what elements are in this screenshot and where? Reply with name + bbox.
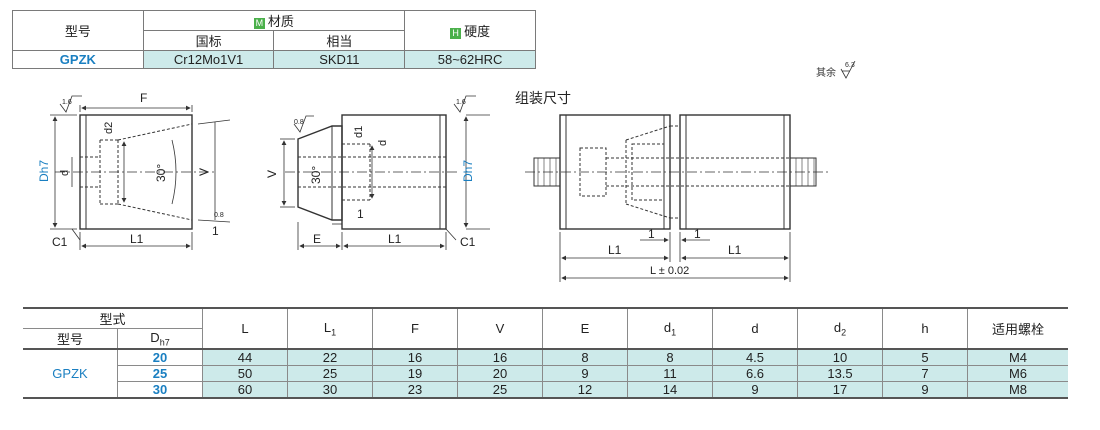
hardness-badge-icon: H [450,28,462,39]
svg-text:1.6: 1.6 [62,99,72,106]
model-header: 型号 [12,10,144,51]
svg-text:L1: L1 [608,243,622,257]
model-header: 型号 [23,328,118,350]
svg-text:F: F [140,91,147,105]
drawing-assembly [525,114,828,282]
technical-drawing: F d2 d 30° V Dh7 C1 L1 1 1.6 0.8 [37,91,828,282]
table-row: 30 60 30 23 25 12 14 9 17 9 M8 [23,381,1068,399]
hardness-value: 58~62HRC [404,50,536,69]
svg-text:1: 1 [357,207,364,221]
col-E: E [542,307,628,350]
table-row: GPZK 20 44 22 16 16 8 8 4.5 10 5 M4 [23,349,1068,399]
svg-text:1: 1 [212,224,219,238]
svg-text:30°: 30° [154,164,168,182]
svg-text:C1: C1 [52,235,68,249]
svg-text:V: V [265,170,279,178]
col-bolt: 适用螺栓 [967,307,1068,350]
svg-text:E: E [313,232,321,246]
type-header: 型式 [23,307,203,329]
col-d2: d2 [797,307,883,350]
drawing-bushing [50,95,231,250]
svg-text:d: d [377,140,389,146]
col-h: h [882,307,968,350]
svg-text:L1: L1 [728,243,742,257]
svg-text:30°: 30° [309,166,323,184]
col-L1: L1 [287,307,373,350]
surface-roughness-note: 其余 6.3 [816,58,861,79]
col-V: V [457,307,543,350]
drawing-cone-pin [280,95,490,250]
gb-value: Cr12Mo1V1 [142,50,275,69]
equiv-value: SKD11 [273,50,406,69]
svg-text:1: 1 [648,227,655,241]
col-F: F [372,307,458,350]
table-row: 25 50 25 19 20 9 11 6.6 13.5 7 M6 [23,365,1068,382]
material-model: GPZK [12,50,144,69]
material-badge-icon: M [253,18,265,29]
col-d1: d1 [627,307,713,350]
dim-model: GPZK [23,349,118,399]
svg-text:d: d [59,170,71,176]
svg-text:L ± 0.02: L ± 0.02 [650,265,689,277]
svg-text:Dh7: Dh7 [461,160,475,182]
svg-text:1.6: 1.6 [456,99,466,106]
svg-text:d1: d1 [353,126,365,138]
svg-text:1: 1 [694,227,701,241]
svg-text:L1: L1 [388,232,402,246]
svg-text:L1: L1 [130,232,144,246]
svg-text:C1: C1 [460,235,476,249]
dimension-table: 型式 L L1 F V E d1 d d2 h 适用螺栓 型号 Dh7 GPZK… [23,307,1068,399]
svg-text:V: V [197,168,211,176]
d-header: Dh7 [117,328,203,350]
roughness-symbol-icon: 6.3 [840,60,856,79]
svg-text:6.3: 6.3 [845,62,855,69]
col-d: d [712,307,798,350]
svg-text:d2: d2 [103,122,115,134]
col-L: L [202,307,288,350]
svg-text:Dh7: Dh7 [37,160,51,182]
svg-text:0.8: 0.8 [214,212,224,219]
svg-text:0.8: 0.8 [294,119,304,126]
assembly-title: 组装尺寸 [515,90,571,106]
